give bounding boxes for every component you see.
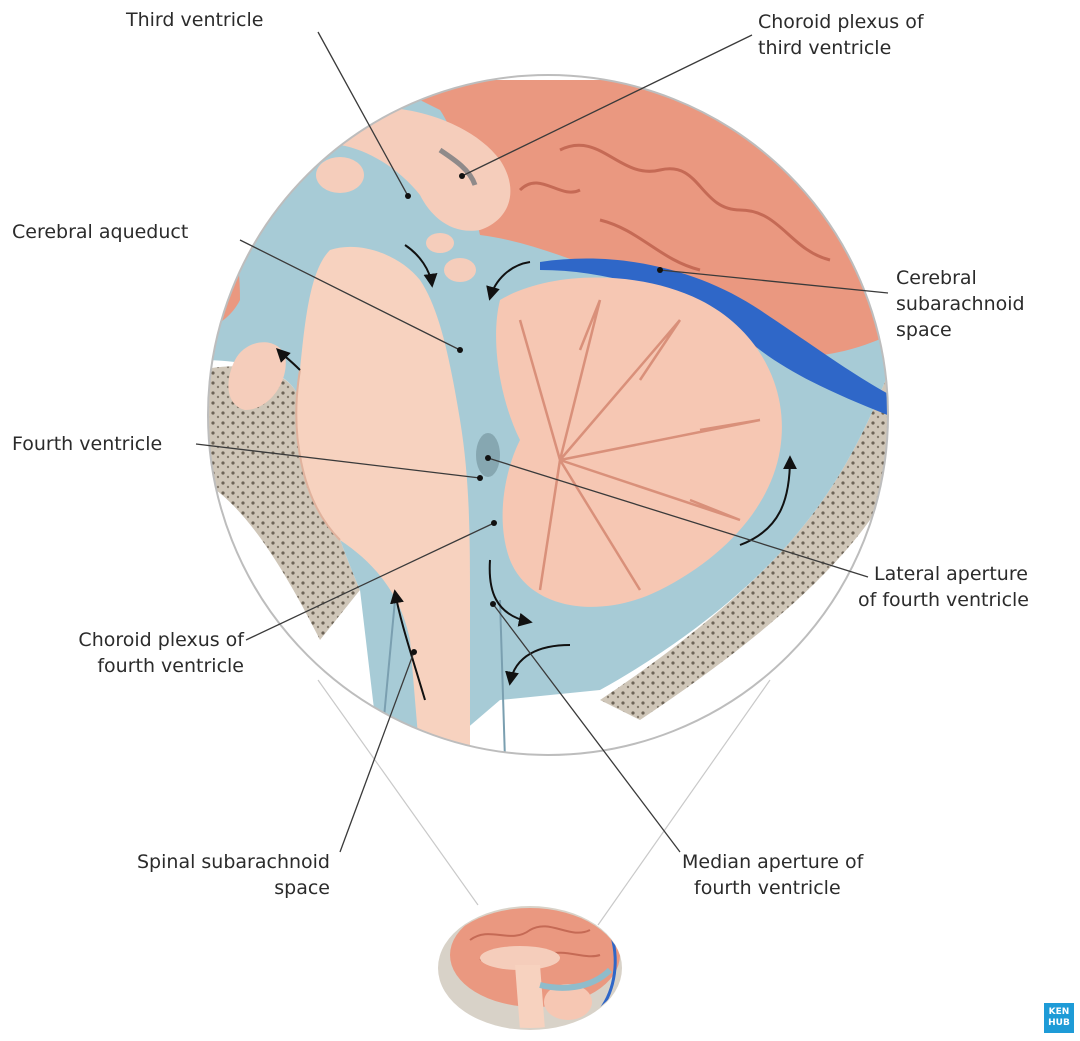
pineal-body <box>426 233 454 253</box>
dot-aqueduct <box>457 347 463 353</box>
dot-cerebral-subarachnoid <box>657 267 663 273</box>
label-choroid-plexus-fourth-line2: fourth ventricle <box>40 654 244 678</box>
dot-choroid-fourth <box>491 520 497 526</box>
label-spinal-subarachnoid-line1: Spinal subarachnoid <box>90 850 330 874</box>
label-choroid-plexus-fourth-line1: Choroid plexus of <box>40 628 244 652</box>
label-median-aperture-line1: Median aperture of <box>682 850 863 874</box>
label-choroid-plexus-third-line1: Choroid plexus of <box>758 10 924 34</box>
label-choroid-plexus-third-line2: third ventricle <box>758 36 891 60</box>
logo-text-top: KEN <box>1044 1007 1074 1018</box>
label-lateral-aperture-line2: of fourth ventricle <box>858 588 1029 612</box>
mini-brainstem <box>515 965 545 1030</box>
logo-text-bottom: HUB <box>1044 1018 1074 1029</box>
dot-spinal-subarachnoid <box>411 649 417 655</box>
label-cerebral-subarachnoid-line3: space <box>896 318 952 342</box>
label-median-aperture-line2: fourth ventricle <box>694 876 841 900</box>
label-third-ventricle: Third ventricle <box>126 8 263 32</box>
lateral-ventricle <box>316 157 364 193</box>
label-cerebral-subarachnoid-line1: Cerebral <box>896 266 977 290</box>
label-cerebral-aqueduct: Cerebral aqueduct <box>12 220 188 244</box>
mini-brain-overview <box>438 903 622 1030</box>
colliculus <box>444 258 476 282</box>
label-spinal-subarachnoid-line2: space <box>90 876 330 900</box>
dot-median-aperture <box>490 601 496 607</box>
dot-third-ventricle <box>405 193 411 199</box>
cortex-left <box>200 190 240 330</box>
label-lateral-aperture-line1: Lateral aperture <box>874 562 1028 586</box>
dot-choroid-third <box>459 173 465 179</box>
spinal-cord <box>420 600 470 760</box>
kenhub-logo: KEN HUB <box>1044 1003 1074 1033</box>
label-fourth-ventricle: Fourth ventricle <box>12 432 162 456</box>
label-cerebral-subarachnoid-line2: subarachnoid <box>896 292 1025 316</box>
dot-lateral-aperture <box>485 455 491 461</box>
dot-fourth-ventricle <box>477 475 483 481</box>
